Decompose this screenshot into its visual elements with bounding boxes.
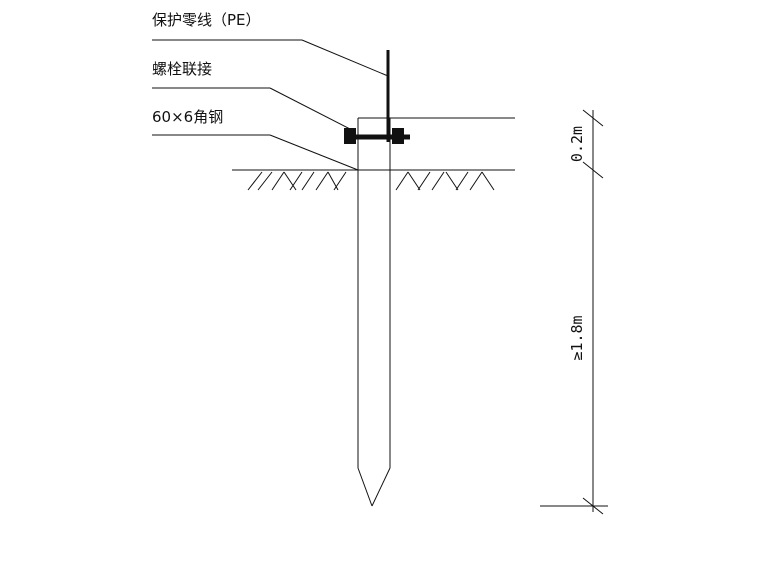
leader-bolt <box>152 87 353 131</box>
dimension-above-ground: 0.2m <box>568 126 586 162</box>
label-pe-conductor: 保护零线（PE） <box>152 11 261 29</box>
ground-hatching <box>247 171 495 191</box>
label-angle-steel: 60×6角钢 <box>152 108 223 126</box>
leader-pe <box>152 39 389 77</box>
dimension-below-ground: ≥1.8m <box>568 315 586 360</box>
angle-steel-stake <box>357 118 391 507</box>
bolt-connection <box>344 128 410 144</box>
label-bolt-connection: 螺栓联接 <box>152 60 212 78</box>
dimension-line <box>540 109 608 515</box>
leader-angle-steel <box>152 134 359 171</box>
